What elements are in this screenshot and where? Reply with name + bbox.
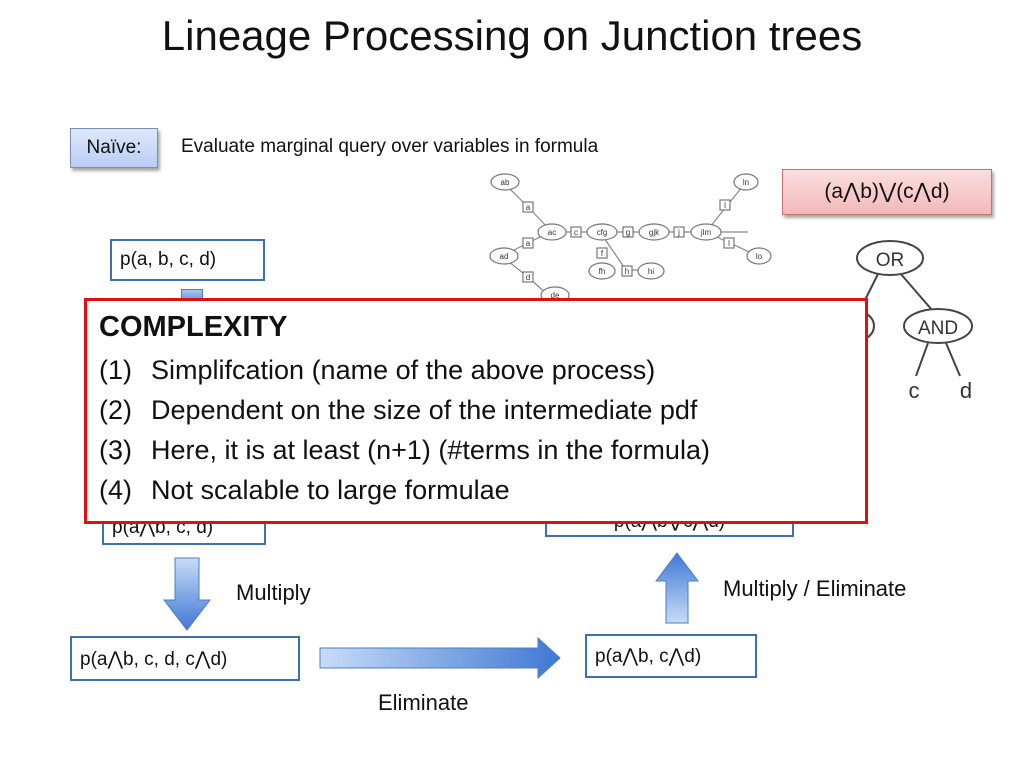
leaf-d-label: d — [960, 378, 972, 403]
or-label: OR — [876, 250, 905, 271]
complexity-heading: COMPLEXITY — [99, 311, 288, 343]
clique-node — [733, 173, 759, 191]
clique-label: lo — [756, 252, 763, 261]
separator-node — [622, 226, 634, 238]
clique-node — [638, 223, 670, 241]
separator-node — [621, 265, 633, 277]
separator-label: h — [625, 267, 629, 276]
or-node — [856, 240, 924, 276]
separator-node — [719, 199, 731, 211]
clique-label: ac — [548, 228, 556, 237]
pdf-box-abcd: p(a, b, c, d) — [110, 239, 265, 281]
complexity-item: (2) Dependent on the size of the interme… — [99, 390, 853, 430]
separator-node — [570, 226, 582, 238]
separator-node — [522, 271, 534, 283]
clique-label: ln — [743, 178, 749, 187]
pdf-box-ab-c-d-cd: p(a⋀b, c, d, c⋀d) — [70, 636, 300, 681]
separator-node — [673, 226, 685, 238]
leaf-c-label: c — [909, 378, 920, 403]
right-arrow-icon — [319, 636, 561, 680]
clique-node — [588, 262, 616, 280]
separator-node — [522, 201, 534, 213]
item-number: (2) — [99, 395, 132, 425]
separator-label: l — [724, 201, 726, 210]
clique-label: jlm — [700, 228, 712, 237]
separator-label: a — [526, 203, 531, 212]
separator-label: c — [574, 228, 578, 237]
and-node — [903, 308, 973, 344]
complexity-item: (1) Simplifcation (name of the above pro… — [99, 350, 853, 390]
item-text: Dependent on the size of the intermediat… — [151, 395, 698, 425]
clique-node — [690, 223, 722, 241]
separator-label: a — [526, 239, 531, 248]
naive-description: Evaluate marginal query over variables i… — [181, 136, 599, 157]
clique-label: ab — [501, 178, 510, 187]
clique-node — [537, 223, 567, 241]
complexity-panel: COMPLEXITY (1) Simplifcation (name of th… — [84, 298, 868, 524]
eliminate-label: Eliminate — [378, 690, 469, 715]
clique-label: hi — [648, 267, 654, 276]
separator-label: j — [677, 228, 680, 237]
multiply-eliminate-label: Multiply / Eliminate — [723, 576, 907, 601]
clique-node — [490, 173, 520, 191]
clique-label: cfg — [597, 228, 608, 237]
item-text: Here, it is at least (n+1) (#terms in th… — [151, 435, 710, 465]
separator-label: g — [626, 228, 630, 237]
up-arrow-icon — [655, 552, 699, 624]
clique-label: de — [551, 291, 560, 300]
clique-label: fh — [599, 267, 606, 276]
item-text: Simplifcation (name of the above process… — [151, 355, 656, 385]
clique-label: ad — [500, 252, 509, 261]
junction-tree-diagram: ab ac ad de cfg gjk jlm ln lo fh hi a a … — [489, 173, 772, 304]
down-arrow-icon — [162, 557, 212, 631]
slide-title: Lineage Processing on Junction trees — [161, 12, 863, 59]
separator-node — [522, 237, 534, 249]
formula-badge: (a⋀b)⋁(c⋀d) — [782, 169, 992, 215]
separator-node — [596, 247, 608, 259]
clique-node — [637, 262, 665, 280]
separator-node — [723, 237, 735, 249]
complexity-item: (4) Not scalable to large formulae — [99, 470, 853, 510]
clique-node — [489, 247, 519, 265]
complexity-item: (3) Here, it is at least (n+1) (#terms i… — [99, 430, 853, 470]
separator-label: d — [526, 273, 530, 282]
clique-node — [586, 223, 618, 241]
clique-node — [746, 247, 772, 265]
naive-badge: Naïve: — [70, 128, 158, 168]
pdf-box-ab-cd: p(a⋀b, c⋀d) — [585, 634, 757, 678]
clique-label: gjk — [649, 228, 660, 237]
separator-label: l — [728, 239, 730, 248]
item-number: (1) — [99, 355, 132, 385]
multiply-label: Multiply — [236, 580, 311, 605]
item-text: Not scalable to large formulae — [151, 475, 510, 505]
separator-label: f — [601, 249, 604, 258]
item-number: (4) — [99, 475, 132, 505]
item-number: (3) — [99, 435, 132, 465]
and-label: AND — [918, 318, 958, 339]
